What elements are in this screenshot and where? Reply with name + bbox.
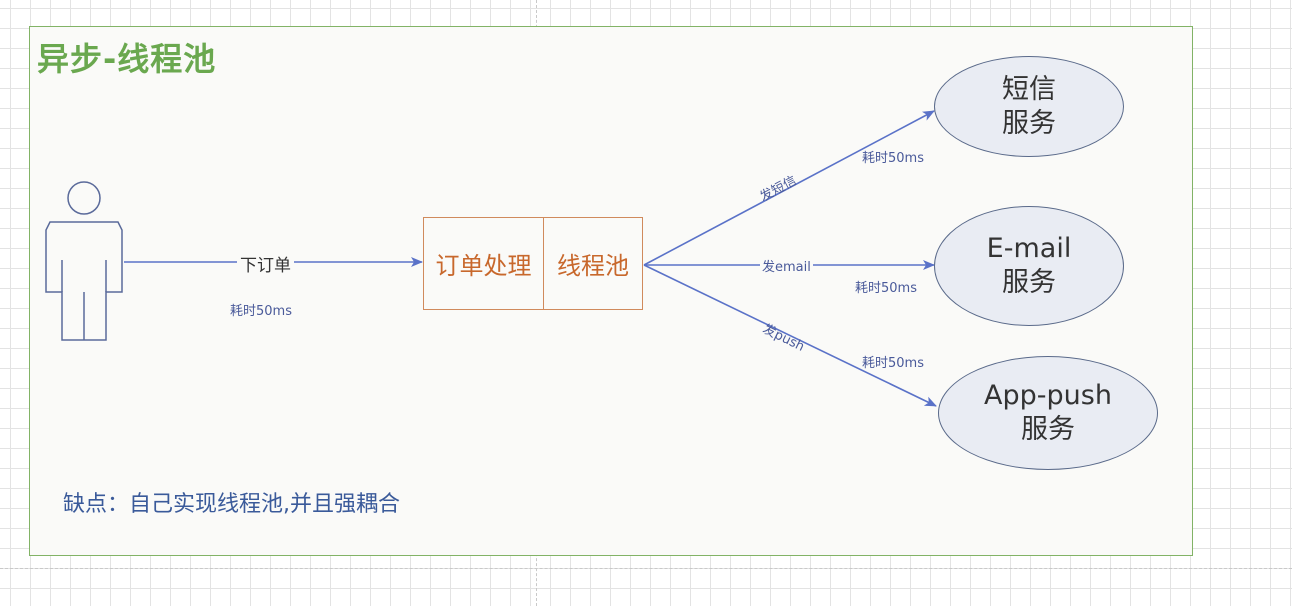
edge-label-send-push: 发push	[760, 322, 807, 355]
push-service-node[interactable]: App-push 服务	[938, 356, 1158, 470]
arrow-pool-to-sms[interactable]	[643, 110, 935, 266]
edge-time-label-sms: 耗时50ms	[862, 151, 924, 166]
diagram-title: 异步-线程池	[37, 40, 217, 78]
canvas-guide-horizontal	[0, 568, 1292, 569]
user-actor-icon[interactable]	[45, 181, 123, 341]
arrow-pool-to-push[interactable]	[643, 264, 937, 407]
email-service-suffix: 服务	[1002, 267, 1056, 298]
edge-label-send-email: 发email	[760, 256, 813, 275]
push-service-suffix: 服务	[1021, 414, 1075, 445]
edge-label-send-sms: 发短信	[758, 173, 799, 205]
thread-pool-box[interactable]: 线程池	[543, 217, 643, 310]
edge-time-label-push: 耗时50ms	[862, 356, 924, 371]
order-processing-box[interactable]: 订单处理	[423, 217, 544, 310]
drawback-note: 缺点：自己实现线程池,并且强耦合	[63, 492, 400, 517]
email-service-name: E-mail	[986, 233, 1072, 265]
edge-label-place-order: 下订单	[237, 251, 294, 276]
edge-time-label-order: 耗时50ms	[230, 304, 292, 319]
sms-service-suffix: 服务	[1002, 107, 1056, 139]
edge-time-label-email: 耗时50ms	[855, 281, 917, 296]
sms-service-node[interactable]: 短信 服务	[934, 56, 1124, 157]
push-service-name: App-push	[984, 380, 1112, 412]
sms-service-name: 短信	[1002, 73, 1056, 105]
email-service-node[interactable]: E-mail 服务	[934, 206, 1124, 326]
